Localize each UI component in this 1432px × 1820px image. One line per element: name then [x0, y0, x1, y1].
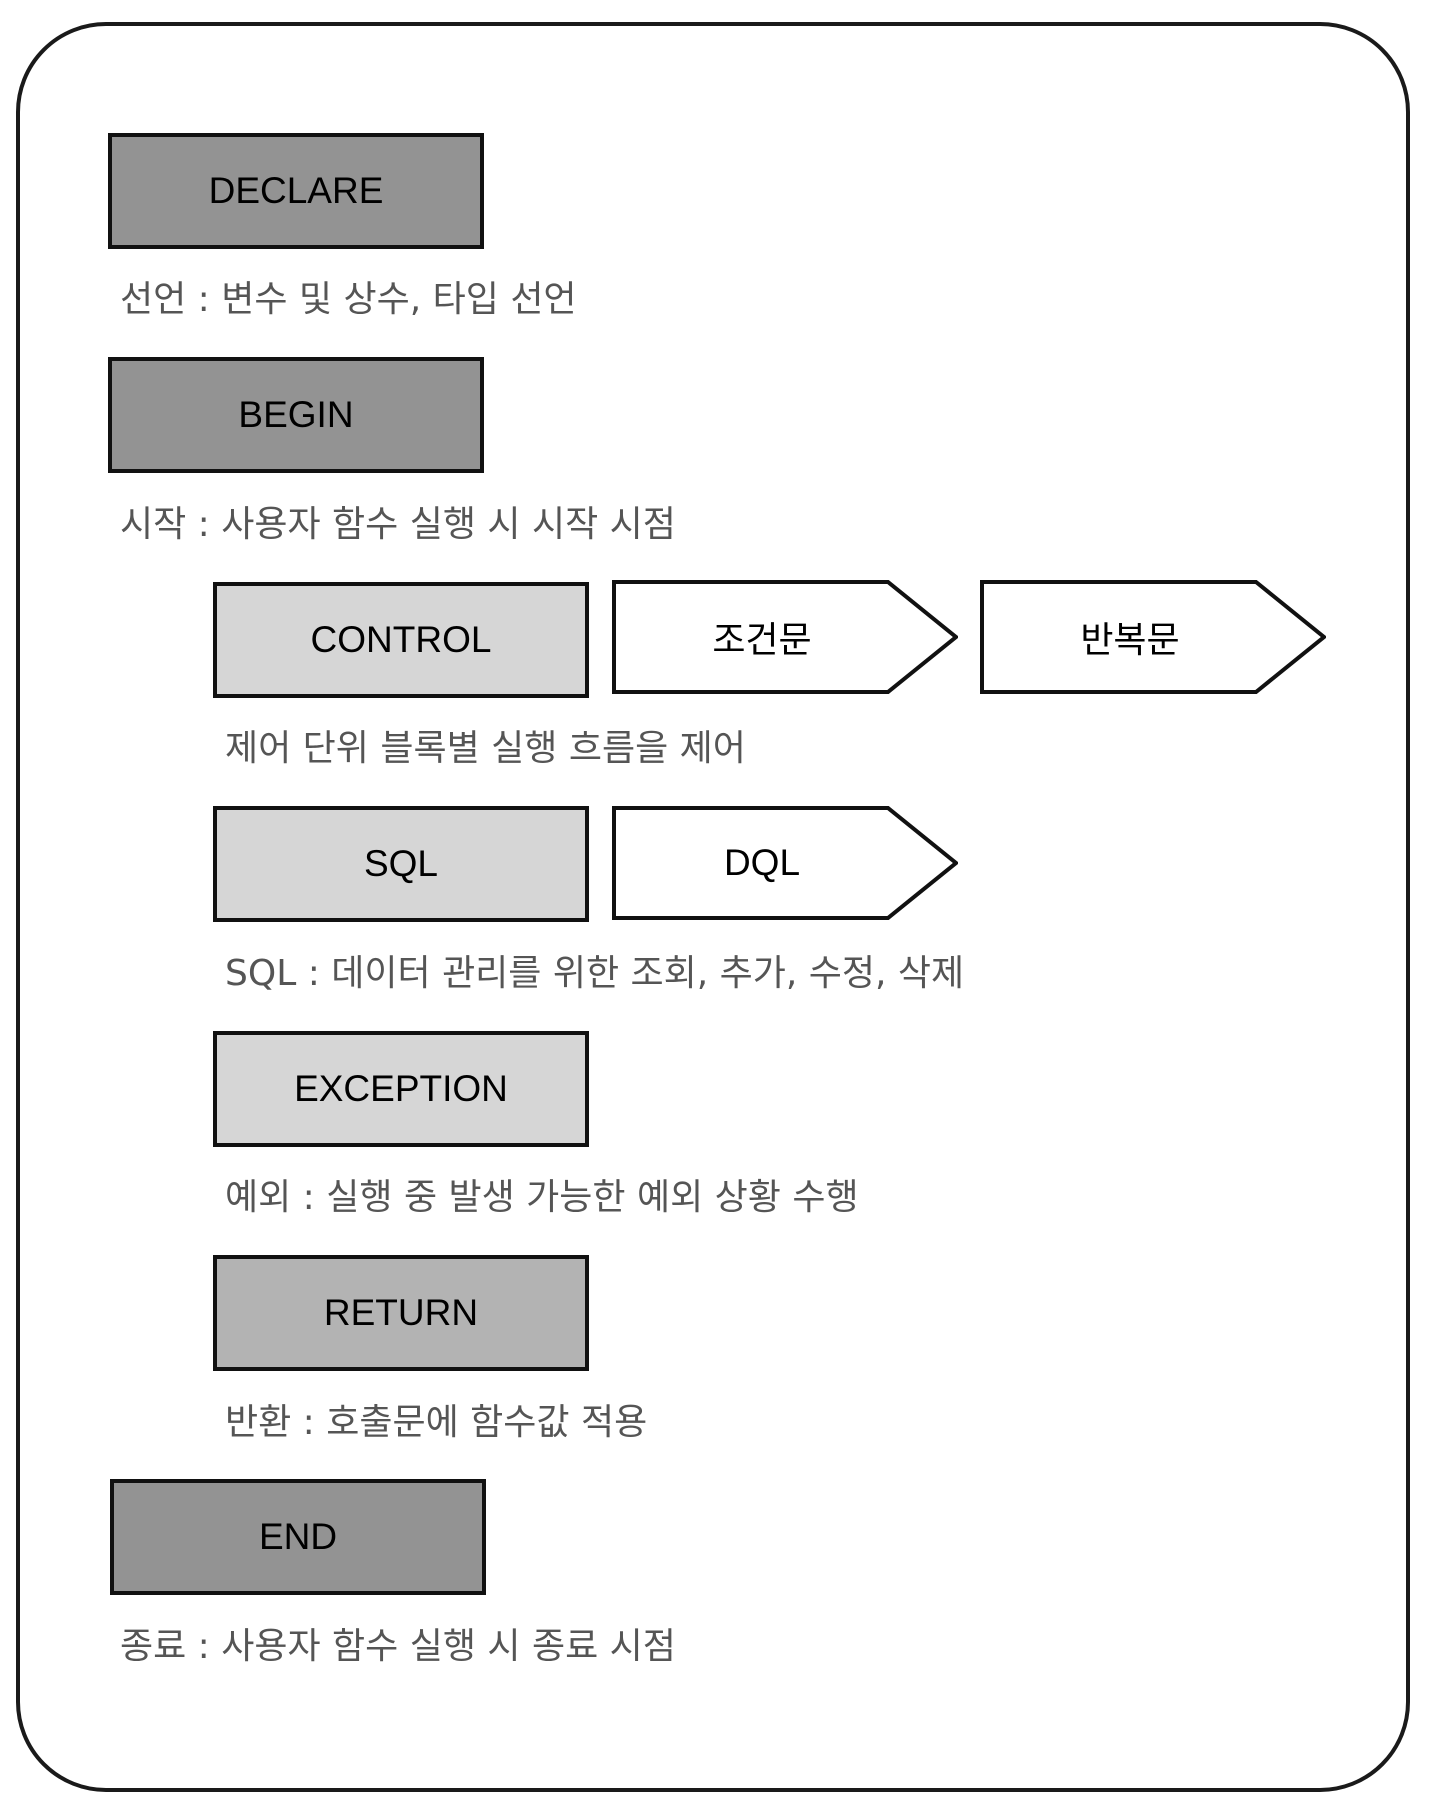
begin-label: BEGIN [238, 394, 354, 435]
return-description: 반환 : 호출문에 함수값 적용 [225, 1402, 648, 1443]
conditional-arrow-label: 조건문 [712, 620, 812, 661]
declare-label: DECLARE [208, 170, 384, 211]
exception-description: 예외 : 실행 중 발생 가능한 예외 상황 수행 [225, 1177, 859, 1218]
exception-block: EXCEPTION [213, 1031, 589, 1147]
control-label: CONTROL [310, 619, 492, 660]
loop-arrow: 반복문 [980, 580, 1326, 694]
return-label: RETURN [323, 1292, 479, 1333]
dql-arrow: DQL [612, 806, 958, 920]
begin-description: 시작 : 사용자 함수 실행 시 시작 시점 [120, 504, 676, 545]
sql-label: SQL [363, 843, 439, 884]
end-description: 종료 : 사용자 함수 실행 시 종료 시점 [120, 1626, 676, 1667]
dql-arrow-shape [612, 806, 958, 920]
declare-description: 선언 : 변수 및 상수, 타입 선언 [120, 279, 577, 320]
conditional-arrow-shape [612, 580, 958, 694]
declare-block: DECLARE [108, 133, 484, 249]
dql-arrow-label: DQL [723, 842, 801, 883]
begin-block: BEGIN [108, 357, 484, 473]
end-block: END [110, 1479, 486, 1595]
exception-label: EXCEPTION [294, 1068, 508, 1109]
conditional-arrow: 조건문 [612, 580, 958, 694]
sql-block: SQL [213, 806, 589, 922]
loop-arrow-label: 반복문 [1080, 620, 1180, 661]
end-label: END [258, 1516, 338, 1557]
sql-description: SQL : 데이터 관리를 위한 조회, 추가, 수정, 삭제 [225, 953, 965, 994]
control-block: CONTROL [213, 582, 589, 698]
control-description: 제어 단위 블록별 실행 흐름을 제어 [225, 728, 746, 769]
loop-arrow-shape [980, 580, 1326, 694]
return-block: RETURN [213, 1255, 589, 1371]
